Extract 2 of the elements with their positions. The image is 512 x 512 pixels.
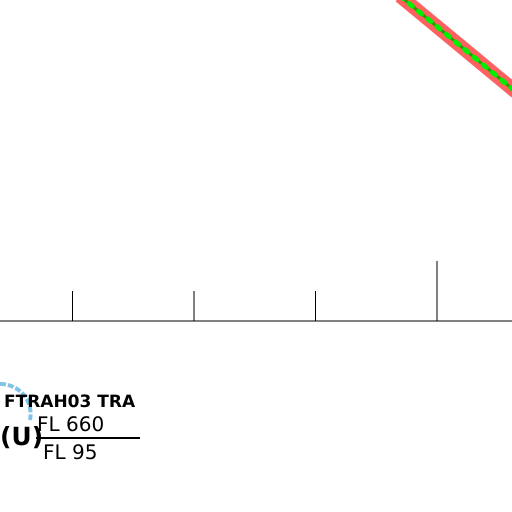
airspace-name: FTRAH03 TRA: [4, 394, 136, 411]
lower-limit: FL 95: [43, 442, 98, 462]
